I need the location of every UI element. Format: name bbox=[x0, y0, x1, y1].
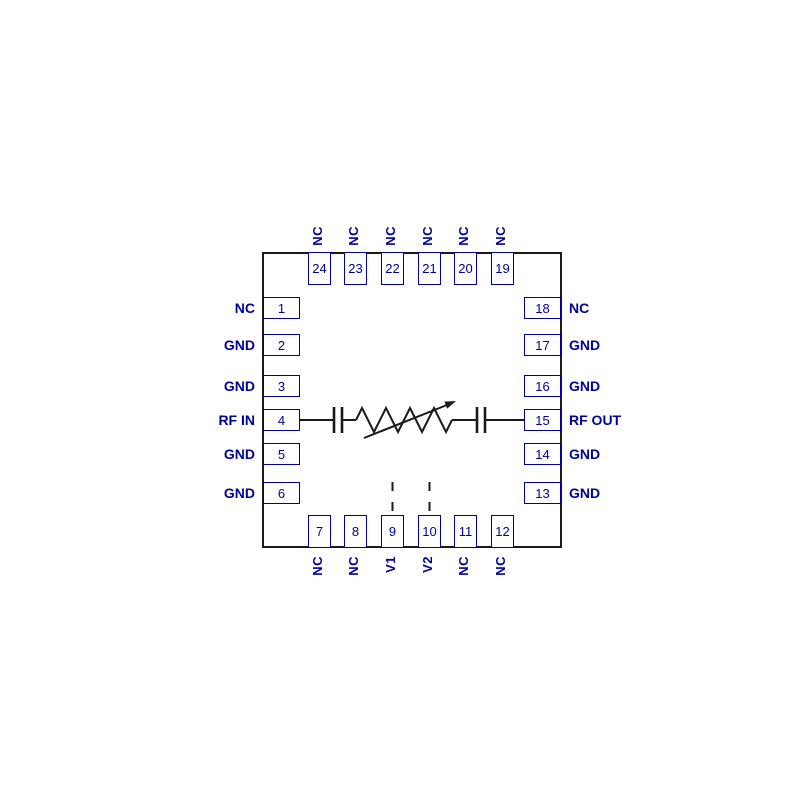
pin-label-18: NC bbox=[569, 300, 590, 316]
pin-box-4: 4 bbox=[263, 409, 300, 431]
pin-label-9: V1 bbox=[383, 556, 398, 573]
pin-label-2: GND bbox=[223, 337, 255, 353]
pin-box-17: 17 bbox=[524, 334, 561, 356]
pin-label-21: NC bbox=[420, 226, 435, 246]
pin-box-3: 3 bbox=[263, 375, 300, 397]
pin-label-14: GND bbox=[569, 446, 601, 462]
pin-box-10: 10 bbox=[418, 515, 441, 548]
pin-box-6: 6 bbox=[263, 482, 300, 504]
pin-box-22: 22 bbox=[381, 252, 404, 285]
pin-label-1: NC bbox=[234, 300, 255, 316]
pin-label-22: NC bbox=[383, 226, 398, 246]
pin-box-18: 18 bbox=[524, 297, 561, 319]
pin-label-7: NC bbox=[310, 556, 325, 576]
pin-label-10: V2 bbox=[420, 556, 435, 573]
package-outline bbox=[262, 252, 562, 548]
pin-label-11: NC bbox=[456, 556, 471, 576]
pin-box-23: 23 bbox=[344, 252, 367, 285]
pin-label-4: RF IN bbox=[218, 412, 255, 428]
pin-box-11: 11 bbox=[454, 515, 477, 548]
pin-box-14: 14 bbox=[524, 443, 561, 465]
pin-box-13: 13 bbox=[524, 482, 561, 504]
pin-label-17: GND bbox=[569, 337, 601, 353]
pin-box-19: 19 bbox=[491, 252, 514, 285]
pin-label-3: GND bbox=[223, 378, 255, 394]
pin-box-2: 2 bbox=[263, 334, 300, 356]
pin-box-7: 7 bbox=[308, 515, 331, 548]
pin-box-1: 1 bbox=[263, 297, 300, 319]
pin-box-8: 8 bbox=[344, 515, 367, 548]
pin-label-16: GND bbox=[569, 378, 601, 394]
pin-label-6: GND bbox=[223, 485, 255, 501]
pin-box-20: 20 bbox=[454, 252, 477, 285]
pin-label-5: GND bbox=[223, 446, 255, 462]
pin-label-19: NC bbox=[493, 226, 508, 246]
pin-box-16: 16 bbox=[524, 375, 561, 397]
pin-label-15: RF OUT bbox=[569, 412, 622, 428]
pin-box-12: 12 bbox=[491, 515, 514, 548]
pin-box-5: 5 bbox=[263, 443, 300, 465]
pin-box-15: 15 bbox=[524, 409, 561, 431]
pin-box-24: 24 bbox=[308, 252, 331, 285]
pin-label-8: NC bbox=[346, 556, 361, 576]
pin-label-13: GND bbox=[569, 485, 601, 501]
pin-label-23: NC bbox=[346, 226, 361, 246]
pin-label-24: NC bbox=[310, 226, 325, 246]
pin-box-9: 9 bbox=[381, 515, 404, 548]
pin-label-12: NC bbox=[493, 556, 508, 576]
pin-label-20: NC bbox=[456, 226, 471, 246]
pin-box-21: 21 bbox=[418, 252, 441, 285]
